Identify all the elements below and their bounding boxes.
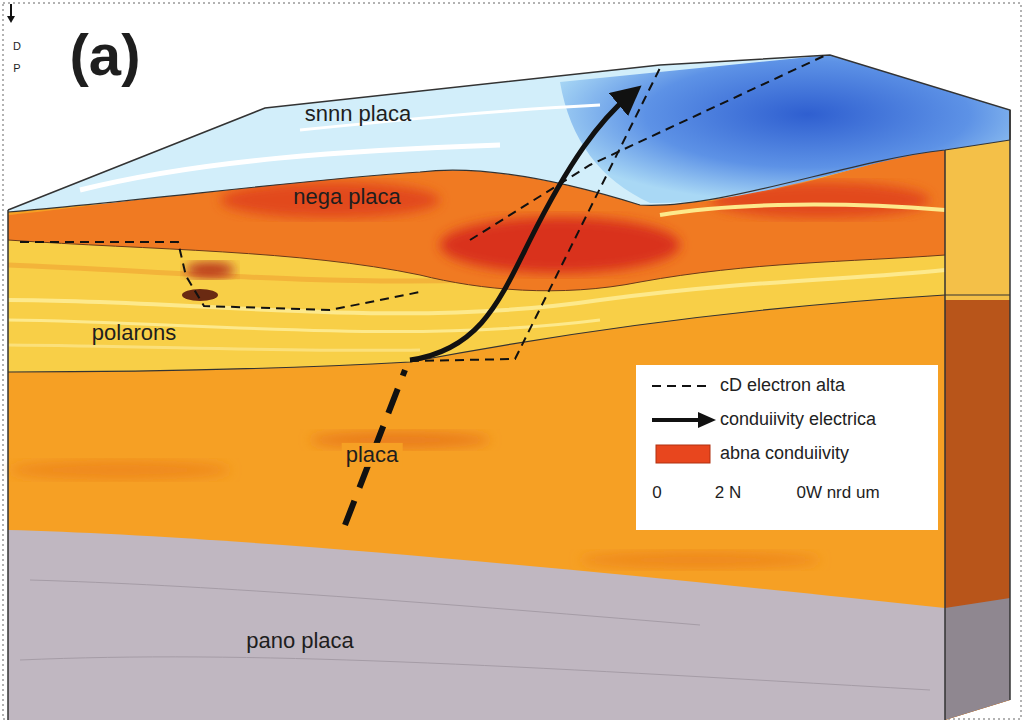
legend-arrow-sample: [646, 407, 722, 433]
scale-number: 0: [652, 484, 661, 503]
layer-name: pano placa: [246, 629, 354, 653]
scale-number: 2 N: [715, 484, 741, 503]
corner-mark: P: [13, 62, 20, 74]
legend-row: abna conduiivity: [636, 441, 938, 467]
layer-name: polarons: [92, 321, 176, 345]
legend-dash-sample: [646, 373, 722, 399]
legend-swatch: [646, 441, 722, 467]
legend-text: conduiivity electrica: [720, 409, 876, 430]
legend-text: abna conduiivity: [720, 443, 849, 464]
scale-unit: 0W nrd um: [796, 484, 879, 503]
layer-name: nega placa: [293, 185, 401, 209]
layer-name: placa: [342, 443, 403, 467]
panel-letter: (a): [70, 23, 141, 87]
legend-row: conduiivity electrica: [636, 407, 938, 433]
legend-row: cD electron alta: [636, 373, 938, 399]
legend-panel: cD electron alta conduiivity electrica abn…: [636, 365, 938, 530]
layer-name: snnn placa: [305, 102, 411, 126]
corner-mark: D: [13, 40, 21, 52]
legend-text: cD electron alta: [720, 375, 845, 396]
